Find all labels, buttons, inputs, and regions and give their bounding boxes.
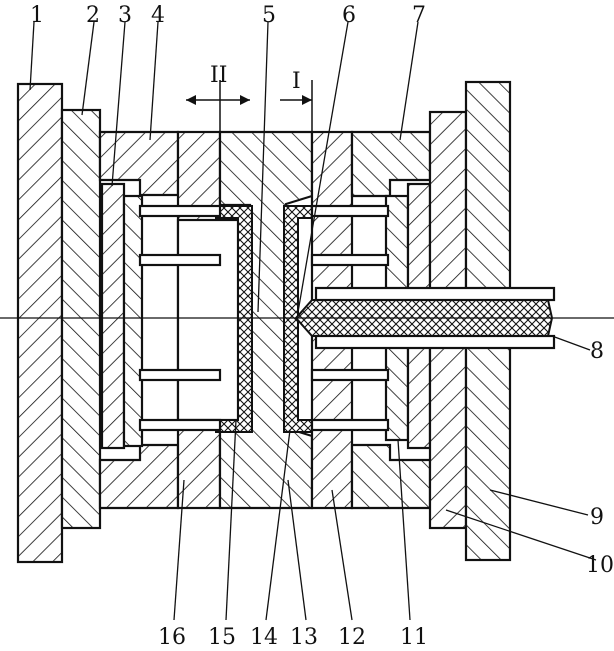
part-1-left-clamp-plate xyxy=(16,82,64,564)
label-part-1: 1 xyxy=(30,3,44,28)
part-3-ejector-plate xyxy=(100,182,126,450)
label-part-13: 13 xyxy=(290,625,318,650)
label-part-16: 16 xyxy=(158,625,186,650)
part-left-housing-bottom xyxy=(98,443,180,510)
label-direction-II: II xyxy=(210,63,227,88)
part-right-housing-bottom xyxy=(350,443,432,510)
part-left-core-block xyxy=(176,218,240,422)
part-2-support-plate xyxy=(60,108,102,530)
label-part-2: 2 xyxy=(86,3,100,28)
label-part-14: 14 xyxy=(250,625,278,650)
label-part-12: 12 xyxy=(338,625,366,650)
leader-lines xyxy=(29,21,597,621)
label-direction-I: I xyxy=(292,69,301,94)
label-part-11: 11 xyxy=(400,625,428,650)
label-part-8: 8 xyxy=(590,339,604,364)
ejector-pins xyxy=(138,204,390,432)
label-part-4: 4 xyxy=(151,3,165,28)
arrow-II xyxy=(186,95,250,105)
label-part-9: 9 xyxy=(590,505,604,530)
label-part-7: 7 xyxy=(412,3,426,28)
part-ejector-retainer xyxy=(122,194,144,448)
label-part-10: 10 xyxy=(586,553,614,578)
label-part-15: 15 xyxy=(208,625,236,650)
label-part-5: 5 xyxy=(262,3,276,28)
label-part-3: 3 xyxy=(118,3,132,28)
label-part-6: 6 xyxy=(342,3,356,28)
arrow-I xyxy=(280,95,312,105)
